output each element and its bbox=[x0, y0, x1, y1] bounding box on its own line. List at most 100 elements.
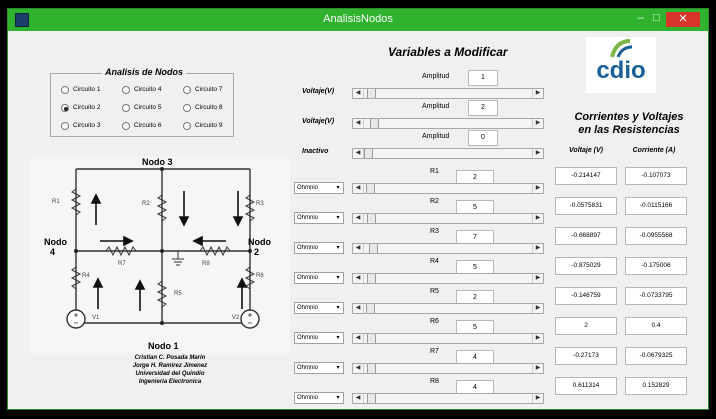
resistor-slider[interactable]: ◀▶ bbox=[352, 243, 544, 254]
unit-select-value: Ohmnio bbox=[297, 365, 319, 371]
amplitude-slider[interactable]: ◀▶ bbox=[352, 118, 544, 129]
slider-thumb[interactable] bbox=[367, 89, 377, 98]
slider-left-arrow-icon[interactable]: ◀ bbox=[353, 334, 364, 343]
amplitude-slider[interactable]: ◀▶ bbox=[352, 148, 544, 159]
chevron-down-icon[interactable]: ▾ bbox=[336, 395, 340, 401]
unit-select[interactable]: Ohmnio▾ bbox=[294, 332, 344, 344]
slider-right-arrow-icon[interactable]: ▶ bbox=[532, 304, 543, 313]
slider-right-arrow-icon[interactable]: ▶ bbox=[532, 334, 543, 343]
resistor-label: R2 bbox=[430, 198, 439, 205]
circuit-radio-label: Circuito 9 bbox=[195, 122, 223, 129]
unit-select[interactable]: Ohmnio▾ bbox=[294, 182, 344, 194]
circuit-radio-7[interactable] bbox=[61, 122, 69, 130]
unit-select[interactable]: Ohmnio ▾ bbox=[294, 362, 344, 374]
unit-select[interactable]: Ohmnio▾ bbox=[294, 302, 344, 314]
circuit-radio-6[interactable] bbox=[183, 104, 191, 112]
title-bar[interactable]: AnalisisNodos – □ ✕ bbox=[8, 9, 708, 31]
slider-left-arrow-icon[interactable]: ◀ bbox=[353, 89, 364, 98]
slider-right-arrow-icon[interactable]: ▶ bbox=[532, 149, 543, 158]
slider-left-arrow-icon[interactable]: ◀ bbox=[353, 394, 364, 403]
slider-thumb[interactable] bbox=[367, 214, 377, 223]
chevron-down-icon[interactable]: ▾ bbox=[336, 365, 340, 371]
node4-number: 4 bbox=[50, 247, 56, 257]
slider-left-arrow-icon[interactable]: ◀ bbox=[353, 364, 364, 373]
slider-thumb[interactable] bbox=[367, 334, 377, 343]
resistor-slider[interactable]: ◀▶ bbox=[352, 393, 544, 404]
unit-select[interactable]: Ohmnio ▾ bbox=[294, 272, 344, 284]
voltage-value: -0.668897 bbox=[555, 227, 617, 245]
voltage-mode-label: Voltaje(V) bbox=[302, 88, 335, 95]
voltage-value: -0.0575831 bbox=[555, 197, 617, 215]
chevron-down-icon[interactable]: ▾ bbox=[336, 335, 340, 341]
node3-label: Nodo 3 bbox=[142, 157, 173, 167]
slider-left-arrow-icon[interactable]: ◀ bbox=[353, 149, 364, 158]
resistor-slider[interactable]: ◀▶ bbox=[352, 183, 544, 194]
voltage-value: 2 bbox=[555, 317, 617, 335]
voltage-mode-label: Inactivo bbox=[302, 148, 329, 155]
amplitude-input[interactable]: 1 bbox=[468, 70, 498, 86]
unit-select-value: Ohmnio bbox=[297, 275, 319, 281]
slider-thumb[interactable] bbox=[367, 394, 377, 403]
slider-right-arrow-icon[interactable]: ▶ bbox=[532, 274, 543, 283]
unit-select[interactable]: Ohmnio▾ bbox=[294, 392, 344, 404]
circuit-radio-label: Circuito 7 bbox=[195, 86, 223, 93]
slider-thumb[interactable] bbox=[367, 364, 377, 373]
slider-left-arrow-icon[interactable]: ◀ bbox=[353, 184, 364, 193]
app-window: AnalisisNodos – □ ✕ Analisis de Nodos bbox=[7, 8, 709, 410]
circuit-radio-9[interactable] bbox=[183, 122, 191, 130]
resistor-slider[interactable]: ◀▶ bbox=[352, 363, 544, 374]
unit-select[interactable]: Ohmnio ▾ bbox=[294, 242, 344, 254]
current-value: 0.152829 bbox=[625, 377, 687, 395]
current-value: 0.4 bbox=[625, 317, 687, 335]
chevron-down-icon[interactable]: ▾ bbox=[336, 305, 340, 311]
slider-right-arrow-icon[interactable]: ▶ bbox=[532, 214, 543, 223]
slider-thumb[interactable] bbox=[370, 119, 380, 128]
slider-thumb[interactable] bbox=[364, 149, 373, 158]
circuit-radio-2[interactable] bbox=[122, 86, 130, 94]
resistor-slider[interactable]: ◀▶ bbox=[352, 273, 544, 284]
circuit-radio-1[interactable] bbox=[61, 86, 69, 94]
slider-right-arrow-icon[interactable]: ▶ bbox=[532, 394, 543, 403]
chevron-down-icon[interactable]: ▾ bbox=[336, 215, 340, 221]
circuit-radio-8[interactable] bbox=[122, 122, 130, 130]
resistor-slider[interactable]: ◀▶ bbox=[352, 303, 544, 314]
resistor-slider[interactable]: ◀▶ bbox=[352, 213, 544, 224]
slider-right-arrow-icon[interactable]: ▶ bbox=[532, 89, 543, 98]
credit-line: Jorge H. Ramirez Jimenez bbox=[132, 363, 208, 369]
slider-left-arrow-icon[interactable]: ◀ bbox=[353, 274, 364, 283]
slider-left-arrow-icon[interactable]: ◀ bbox=[353, 119, 364, 128]
slider-thumb[interactable] bbox=[368, 244, 378, 253]
slider-left-arrow-icon[interactable]: ◀ bbox=[353, 214, 364, 223]
slider-right-arrow-icon[interactable]: ▶ bbox=[532, 119, 543, 128]
amplitude-input[interactable]: 0 bbox=[468, 130, 498, 146]
circuit-radio-5[interactable] bbox=[122, 104, 130, 112]
unit-select[interactable]: Ohmnio▾ bbox=[294, 212, 344, 224]
circuit-radio-3[interactable] bbox=[183, 86, 191, 94]
close-button[interactable]: ✕ bbox=[666, 12, 700, 27]
slider-thumb[interactable] bbox=[367, 274, 377, 283]
slider-right-arrow-icon[interactable]: ▶ bbox=[532, 364, 543, 373]
circuit-radio-label: Circuito 4 bbox=[134, 86, 162, 93]
r1-label: R1 bbox=[52, 199, 60, 205]
circuit-radio-4[interactable] bbox=[61, 104, 69, 112]
chevron-down-icon[interactable]: ▾ bbox=[336, 275, 340, 281]
slider-thumb[interactable] bbox=[365, 304, 375, 313]
slider-right-arrow-icon[interactable]: ▶ bbox=[532, 184, 543, 193]
resistor-label: R5 bbox=[430, 288, 439, 295]
resistor-slider[interactable]: ◀▶ bbox=[352, 333, 544, 344]
chevron-down-icon[interactable]: ▾ bbox=[336, 245, 340, 251]
slider-left-arrow-icon[interactable]: ◀ bbox=[353, 304, 364, 313]
minimize-button[interactable]: – bbox=[637, 12, 644, 24]
resistor-input[interactable]: 4 bbox=[456, 350, 494, 366]
matlab-icon bbox=[15, 13, 29, 27]
slider-thumb[interactable] bbox=[365, 184, 375, 193]
r5-label: R5 bbox=[174, 291, 182, 297]
slider-left-arrow-icon[interactable]: ◀ bbox=[353, 244, 364, 253]
unit-select-value: Ohmnio bbox=[297, 245, 319, 251]
chevron-down-icon[interactable]: ▾ bbox=[336, 185, 340, 191]
amplitude-slider[interactable]: ◀▶ bbox=[352, 88, 544, 99]
maximize-button[interactable]: □ bbox=[653, 12, 660, 24]
slider-right-arrow-icon[interactable]: ▶ bbox=[532, 244, 543, 253]
credit-line: Cristian C. Posada Marin bbox=[134, 355, 206, 361]
amplitude-input[interactable]: 2 bbox=[468, 100, 498, 116]
